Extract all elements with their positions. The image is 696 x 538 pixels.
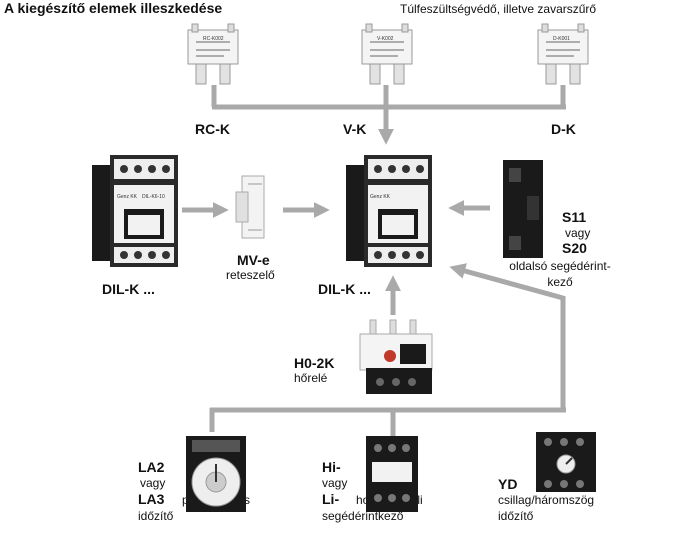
label-s11: S11 bbox=[562, 209, 587, 225]
side-contact-image bbox=[503, 160, 543, 258]
timer-image bbox=[186, 436, 246, 512]
top-bus-arrows bbox=[211, 85, 566, 145]
v-k-module bbox=[361, 23, 413, 85]
rc-k-plate: RC-K002 bbox=[203, 36, 224, 42]
label-la2: LA2 bbox=[138, 459, 165, 475]
label-center-contactor: DIL-K ... bbox=[318, 281, 371, 297]
overload-relay-image bbox=[359, 319, 433, 394]
label-yd-idozito: időzítő bbox=[498, 509, 534, 523]
label-side-desc-1: oldalsó segédérint- bbox=[509, 259, 611, 273]
center-contactor-image bbox=[346, 155, 432, 267]
diagram-title: A kiegészítő elemek illeszkedése bbox=[4, 0, 223, 16]
label-hi: Hi- bbox=[322, 459, 341, 475]
label-la-idozito: időzítő bbox=[138, 509, 174, 523]
horizontal-arrows bbox=[182, 199, 490, 219]
label-hi-vagy: vagy bbox=[322, 476, 348, 490]
left-contactor-model: DIL-K6-10 bbox=[142, 194, 165, 200]
label-reteszelo: reteszelő bbox=[226, 268, 275, 282]
label-d-k: D-K bbox=[551, 121, 576, 137]
label-csillag: csillag/háromszög bbox=[498, 493, 595, 507]
bottom-bus-arrows bbox=[209, 263, 566, 436]
label-segederintkezo: segédérintkező bbox=[322, 509, 404, 523]
label-v-k: V-K bbox=[343, 121, 367, 137]
left-contactor-brand: Genz KK bbox=[117, 194, 138, 200]
label-rc-k: RC-K bbox=[195, 121, 230, 137]
diagram-subtitle: Túlfeszültségvédő, illetve zavarszűrő bbox=[400, 2, 597, 16]
d-k-plate: D-K001 bbox=[553, 36, 570, 42]
label-la3: LA3 bbox=[138, 491, 165, 507]
left-contactor-image bbox=[92, 155, 178, 267]
label-s-vagy: vagy bbox=[565, 226, 591, 240]
rc-k-module bbox=[187, 23, 239, 85]
star-delta-image bbox=[536, 432, 596, 492]
label-h0-2k: H0-2K bbox=[294, 355, 335, 371]
mv-e-image bbox=[235, 175, 265, 239]
label-left-contactor: DIL-K ... bbox=[102, 281, 155, 297]
center-contactor-brand: Genz KK bbox=[370, 194, 391, 200]
label-side-desc-2: kező bbox=[547, 275, 573, 289]
front-aux-image bbox=[366, 436, 418, 512]
d-k-module bbox=[537, 23, 589, 85]
v-k-plate: V-K002 bbox=[377, 36, 394, 42]
label-horele: hőrelé bbox=[294, 371, 328, 385]
label-li: Li- bbox=[322, 491, 340, 507]
label-yd: YD bbox=[498, 476, 518, 492]
label-mv-e: MV-e bbox=[237, 252, 270, 268]
label-la-vagy: vagy bbox=[140, 476, 166, 490]
label-s20: S20 bbox=[562, 240, 587, 256]
